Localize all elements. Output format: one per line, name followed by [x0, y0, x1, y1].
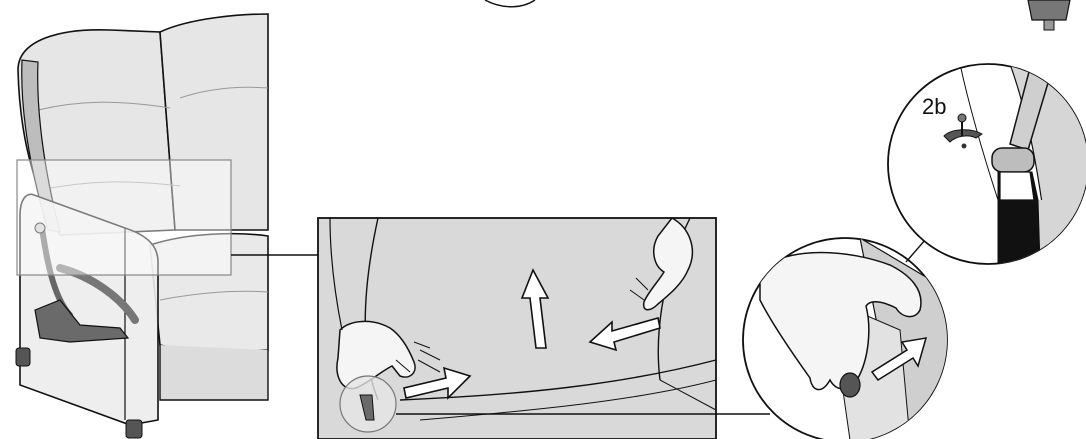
- step-label: 2b: [922, 94, 946, 119]
- zoom-circle-hammer: 2b: [888, 30, 1086, 264]
- top-fragments: [485, 0, 1070, 30]
- sofa-highlight-box: [17, 160, 231, 275]
- clip-knob: [840, 373, 860, 397]
- sofa-foot-right: [126, 420, 142, 438]
- hammer-head: [992, 148, 1034, 172]
- zoom-circle-hand: [743, 238, 948, 439]
- detail-panel: [318, 218, 716, 439]
- sofa-foot-left: [16, 348, 30, 366]
